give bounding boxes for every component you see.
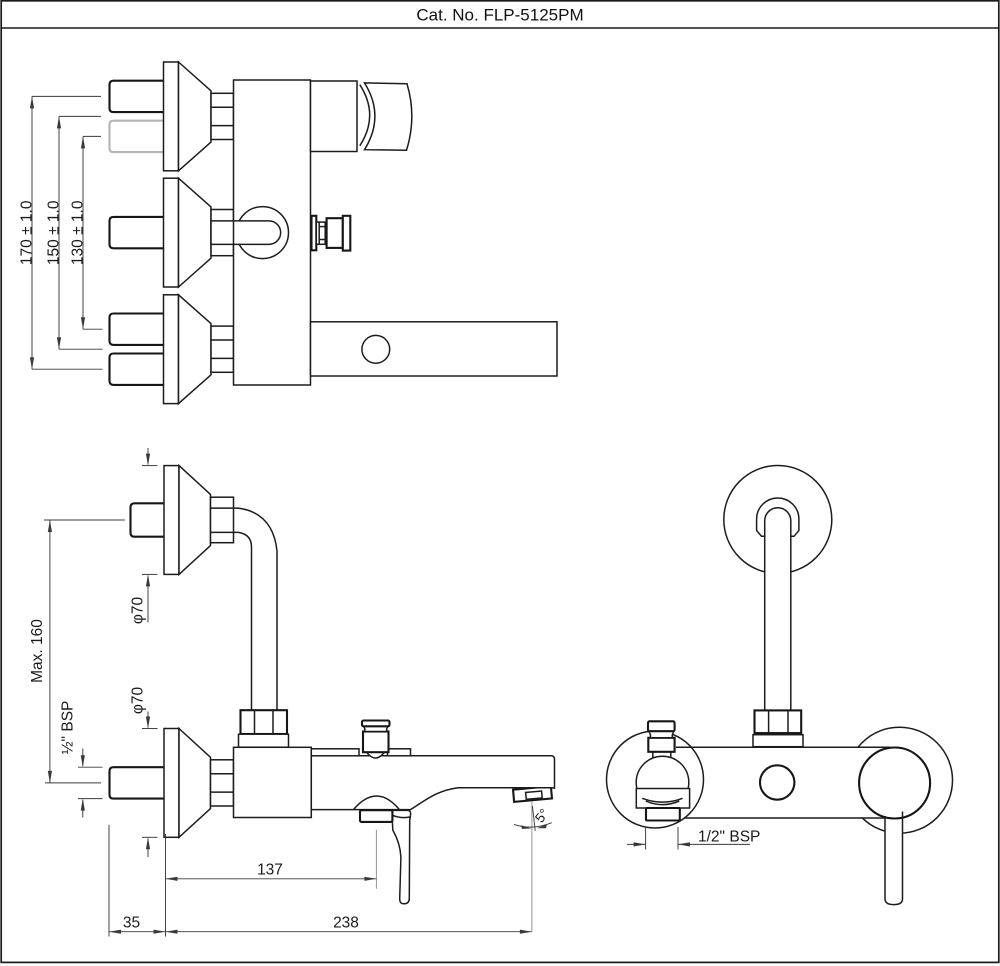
dim-label-bsp-front: ½" BSP — [60, 701, 77, 755]
cartridge-arm — [309, 80, 358, 153]
diverter-stub-front — [360, 719, 391, 759]
dim-label-bsp-side: 1/2" BSP — [698, 829, 760, 846]
front-flange-upper — [163, 463, 235, 577]
wall-flange-top — [162, 60, 235, 173]
spout-top-view — [309, 321, 558, 377]
diverter-knob-top-view — [310, 214, 352, 252]
inlet-nipple-top-2-phantom — [108, 119, 164, 154]
dim-label-137: 137 — [257, 862, 283, 879]
top-view: 170 ± 1.0 150 ± 1.0 130 ± 1.0 — [19, 60, 558, 406]
inlet-nipple-bottom-1 — [108, 312, 164, 346]
dim-label-170: 170 ± 1.0 — [19, 200, 36, 265]
side-pipe-nut — [752, 709, 804, 748]
dim-label-phi70-lower: φ70 — [130, 686, 147, 714]
front-nipple-lower — [108, 766, 164, 800]
elbow-nut — [237, 709, 290, 748]
dim-label-angle: 5° — [532, 806, 552, 825]
shower-elbow-pipe — [210, 507, 278, 711]
mixer-block-front — [232, 746, 313, 819]
wall-flange-bottom — [162, 293, 235, 406]
inlet-nipple-bottom-2 — [108, 352, 164, 386]
shower-connection-boss — [210, 205, 290, 260]
side-check-valve — [635, 720, 691, 822]
dim-label-phi70-upper: φ70 — [130, 596, 147, 624]
dim-label-130: 130 ± 1.0 — [70, 200, 87, 265]
lever-front — [352, 795, 412, 905]
side-handle — [858, 746, 932, 906]
inlet-nipple-top-1 — [108, 79, 164, 114]
dim-label-max160: Max. 160 — [29, 619, 46, 683]
top-view-dimensions: 170 ± 1.0 150 ± 1.0 130 ± 1.0 — [19, 95, 103, 370]
handle-top-view — [359, 82, 413, 151]
front-flange-lower — [163, 726, 235, 840]
drawing-title: Cat. No. FLP-5125PM — [416, 6, 583, 25]
dim-label-150: 150 ± 1.0 — [46, 200, 63, 265]
side-top-flange — [723, 464, 833, 711]
side-view: 1/2" BSP — [605, 464, 954, 906]
front-view-dimensions: Max. 160 φ70 φ70 ½" BSP — [29, 448, 552, 937]
front-view: Max. 160 φ70 φ70 ½" BSP — [29, 448, 556, 937]
side-view-dimensions: 1/2" BSP — [627, 827, 760, 850]
side-outlet-circle — [758, 764, 796, 801]
inlet-nipple-middle — [108, 215, 164, 250]
spout-outlet — [511, 785, 554, 803]
dim-label-35: 35 — [123, 915, 140, 932]
front-nipple-upper — [129, 502, 164, 538]
dim-label-238: 238 — [333, 915, 359, 932]
